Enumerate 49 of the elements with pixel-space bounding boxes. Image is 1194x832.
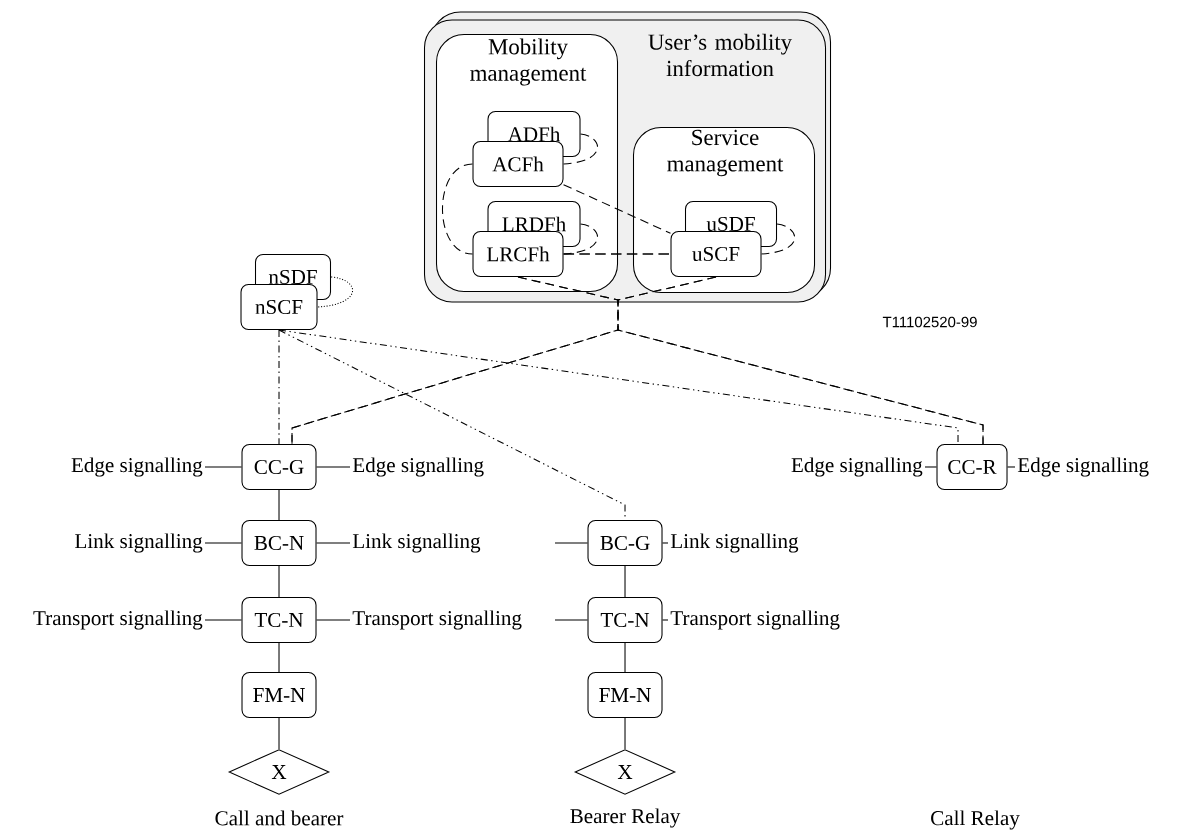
function-box: uSCF [670, 230, 762, 277]
function-box: TC-N [241, 596, 317, 643]
connector-line [662, 619, 669, 621]
connector-line [563, 184, 671, 234]
signalling-label: Transport signalling [33, 610, 203, 630]
connector-line [554, 619, 588, 621]
connector-line [562, 253, 672, 255]
function-box: TC-N [587, 596, 663, 643]
signalling-label: Edge signalling [352, 457, 484, 477]
function-box: FM-N [587, 671, 663, 718]
connector-line [617, 276, 984, 445]
connector-line [316, 619, 351, 621]
connector-line [278, 329, 959, 445]
signalling-label: Edge signalling [1017, 457, 1149, 477]
connector-line [278, 642, 280, 673]
connector-line [204, 466, 242, 468]
signalling-label: Transport signalling [670, 610, 840, 630]
connector-line [441, 163, 473, 255]
connector-line [278, 717, 280, 750]
signalling-label: Transport signalling [352, 610, 522, 630]
connector-line [624, 565, 626, 598]
connector-line [662, 542, 669, 544]
connector-line [278, 489, 280, 521]
connector-line [554, 542, 588, 544]
column-caption: Call Relay [931, 810, 1020, 830]
connector-line [316, 466, 351, 468]
function-box: nSCF [240, 283, 318, 330]
signalling-label: Link signalling [352, 533, 481, 553]
connector-line [517, 276, 984, 445]
function-box: CC-R [936, 443, 1008, 491]
connector-line [624, 717, 626, 750]
connector-line [924, 466, 937, 468]
function-box: FM-N [241, 671, 317, 718]
connector-line [1007, 466, 1016, 468]
figure-number: T11102520-99 [882, 316, 977, 328]
connector-line [204, 542, 242, 544]
connector-line [204, 619, 242, 621]
function-box: CC-G [241, 443, 317, 491]
connector-line [317, 276, 353, 308]
signalling-label: Edge signalling [791, 457, 923, 477]
connector-line [624, 642, 626, 673]
signalling-label: Link signalling [670, 533, 799, 553]
connector-line [316, 542, 351, 544]
function-box: BC-G [587, 519, 663, 566]
signalling-label: Link signalling [75, 533, 203, 553]
function-box: BC-N [241, 519, 317, 566]
signalling-label: Edge signalling [71, 457, 203, 477]
connector-line [278, 565, 280, 598]
connector-line [278, 329, 280, 445]
